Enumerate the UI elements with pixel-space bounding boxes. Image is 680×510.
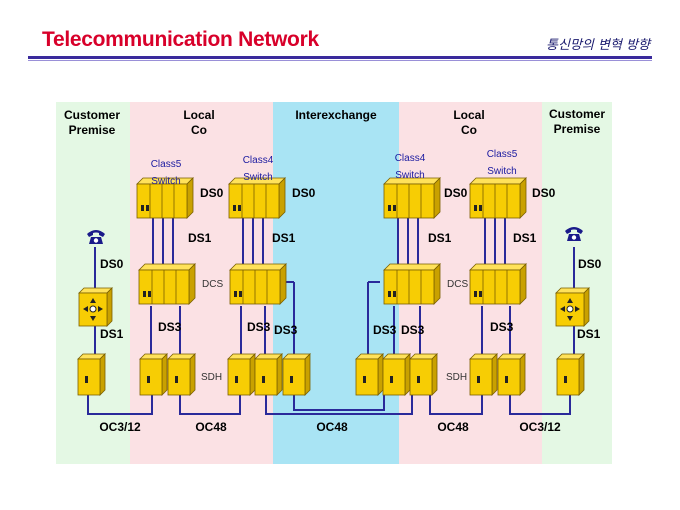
ds0-label: DS0 — [292, 186, 316, 200]
oc-label: OC3/12 — [99, 420, 141, 434]
zone-label: Premise — [69, 123, 116, 137]
oc-label: OC48 — [437, 420, 469, 434]
zone-label: Local — [453, 108, 484, 122]
switch-type-label: Switch — [151, 176, 180, 187]
dcs-shelf-right-2 — [469, 263, 527, 305]
switch-class-label: Class5 — [487, 149, 518, 160]
ds1-label: DS1 — [100, 327, 124, 341]
ds1-label: DS1 — [577, 327, 601, 341]
switch-type-label: Switch — [487, 166, 516, 177]
zone-customer-right — [542, 102, 612, 464]
switch-class-label: Class5 — [151, 159, 182, 170]
zone-label: Premise — [554, 122, 601, 136]
ds1-label: DS1 — [272, 231, 296, 245]
sdh-node — [77, 353, 106, 396]
zone-label: Customer — [549, 107, 605, 121]
sdh-label: SDH — [201, 372, 222, 383]
page-title: Telecommunication Network — [42, 28, 319, 51]
sdh-node — [469, 353, 498, 396]
sdh-node — [355, 353, 384, 396]
ds0-label: DS0 — [444, 186, 468, 200]
dcs-label: DCS — [202, 279, 223, 290]
ds1-label: DS1 — [513, 231, 537, 245]
ds3-label: DS3 — [490, 320, 514, 334]
ds3-label: DS3 — [373, 323, 397, 337]
page-subtitle: 통신망의 변혁 방향 — [546, 38, 650, 53]
sdh-node — [139, 353, 168, 396]
dcs-shelf-left-2 — [229, 263, 287, 305]
class4-switch-right — [383, 177, 441, 219]
switch-class-label: Class4 — [395, 153, 426, 164]
multiplexer-icon — [555, 287, 590, 327]
dcs-label: DCS — [447, 279, 468, 290]
switch-class-label: Class4 — [243, 155, 274, 166]
zone-label: Co — [461, 123, 477, 137]
sdh-node — [556, 353, 585, 396]
sdh-node — [497, 353, 526, 396]
ds3-label: DS3 — [401, 323, 425, 337]
ds1-label: DS1 — [428, 231, 452, 245]
switch-type-label: Switch — [395, 170, 424, 181]
zone-label: Local — [183, 108, 214, 122]
oc-label: OC3/12 — [519, 420, 561, 434]
class5-switch-right — [469, 177, 527, 219]
sdh-node — [382, 353, 411, 396]
oc-label: OC48 — [195, 420, 227, 434]
ds0-label: DS0 — [532, 186, 556, 200]
ds0-label: DS0 — [200, 186, 224, 200]
sdh-label: SDH — [446, 372, 467, 383]
sdh-node — [282, 353, 311, 396]
ds0-label: DS0 — [100, 257, 124, 271]
zone-label: Interexchange — [295, 108, 377, 122]
oc-label: OC48 — [316, 420, 348, 434]
sdh-node — [254, 353, 283, 396]
ds0-label: DS0 — [578, 257, 602, 271]
ds1-label: DS1 — [188, 231, 212, 245]
link-lines — [87, 218, 575, 415]
ds3-label: DS3 — [158, 320, 182, 334]
zone-customer-left — [56, 102, 130, 464]
dcs-shelf-right-1 — [383, 263, 441, 305]
zone-label: Customer — [64, 108, 120, 122]
multiplexer-icon — [78, 287, 113, 327]
switch-type-label: Switch — [243, 172, 272, 183]
class4-switch-left — [228, 177, 286, 219]
sdh-node — [409, 353, 438, 396]
sdh-node — [227, 353, 256, 396]
zone-label: Co — [191, 123, 207, 137]
ds3-label: DS3 — [274, 323, 298, 337]
title-divider-thin — [28, 60, 652, 61]
sdh-node — [167, 353, 196, 396]
title-divider — [28, 56, 652, 59]
dcs-shelf-left-1 — [138, 263, 196, 305]
ds3-label: DS3 — [247, 320, 271, 334]
